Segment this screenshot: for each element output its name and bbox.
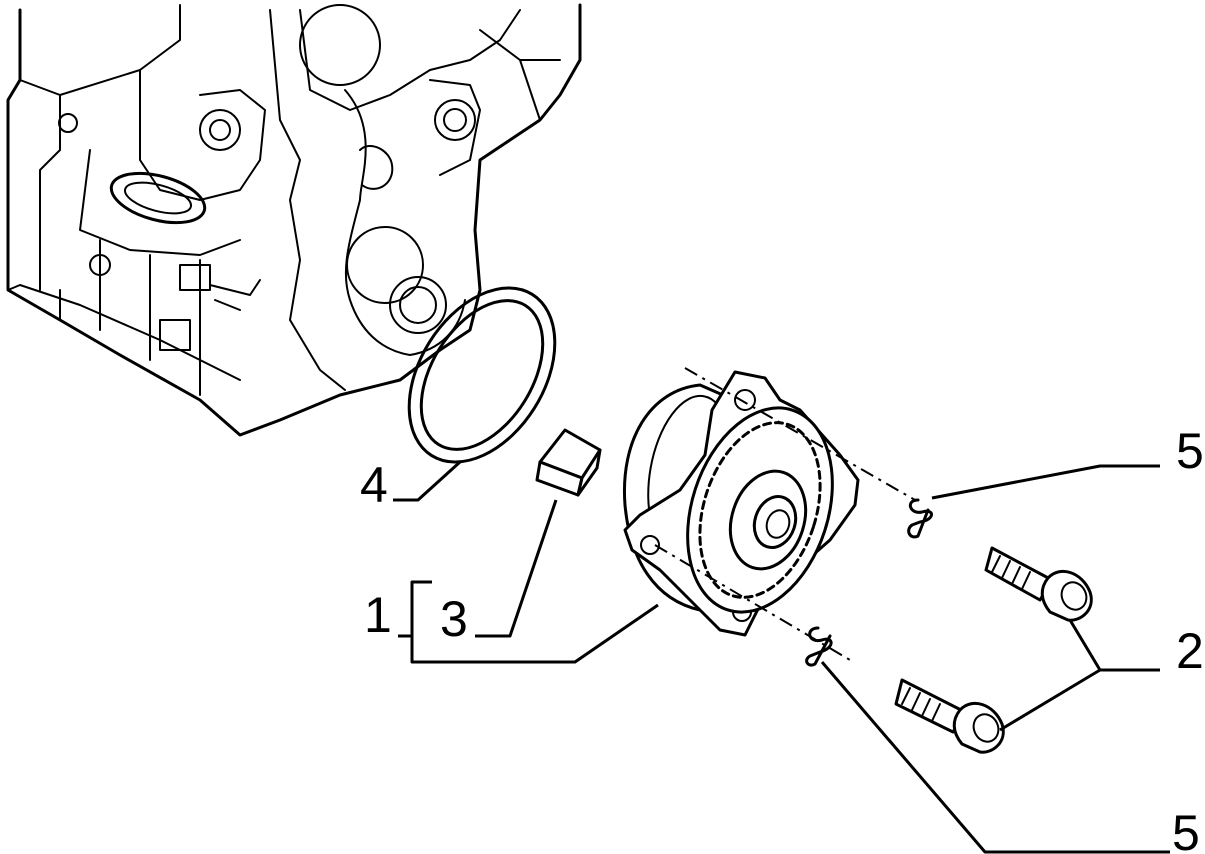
callout-2: 2 — [1176, 623, 1204, 679]
bolt-lower — [894, 678, 1005, 754]
clip-top — [907, 498, 933, 539]
callout-3: 3 — [440, 591, 468, 647]
bolt-upper — [984, 546, 1093, 622]
leader-lines — [393, 460, 1170, 854]
callout-4: 4 — [360, 457, 388, 513]
callout-5-top: 5 — [1176, 423, 1204, 479]
pump-assembly — [622, 367, 916, 661]
engine-block — [6, 3, 582, 437]
callout-1: 1 — [364, 587, 392, 643]
gasket-ring — [407, 286, 557, 464]
clip-bottom — [805, 626, 833, 667]
callout-5-bottom: 5 — [1172, 805, 1200, 854]
small-block-part — [535, 428, 602, 497]
